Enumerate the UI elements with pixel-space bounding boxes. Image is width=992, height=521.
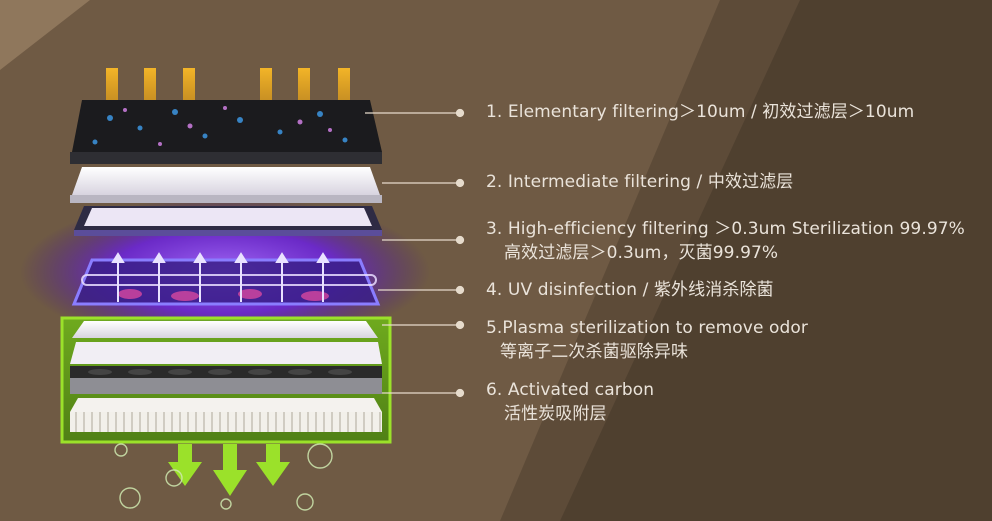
leader-dot-6 (455, 388, 465, 398)
layer-high-efficiency-filter (74, 206, 382, 236)
leader-dot-3 (455, 235, 465, 245)
label-uv-line1: 4. UV disinfection / 紫外线消杀除菌 (486, 280, 774, 300)
label-carbon-line1: 6. Activated carbon (486, 380, 655, 400)
bg-diagonal-shadow (560, 0, 992, 521)
label-carbon-line2: 活性炭吸附层 (504, 404, 607, 424)
layer-plasma-sterilization (70, 321, 382, 364)
label-plasma-line1: 5.Plasma sterilization to remove odor (486, 318, 809, 338)
label-high-efficiency-line2: 高效过滤层＞0.3um，灭菌99.97% (504, 243, 779, 263)
label-intermediate-line1: 2. Intermediate filtering / 中效过滤层 (486, 172, 794, 192)
label-elementary-line1: 1. Elementary filtering＞10um / 初效过滤层＞10u… (486, 102, 915, 122)
layer-uv-disinfection (71, 252, 381, 306)
label-intermediate-filtering: 2. Intermediate filtering / 中效过滤层 (486, 170, 793, 194)
leader-dot-2 (455, 178, 465, 188)
leader-lines (365, 108, 465, 398)
label-high-efficiency-filtering: 3. High-efficiency filtering ＞0.3um Ster… (486, 217, 965, 265)
label-activated-carbon: 6. Activated carbon 活性炭吸附层 (486, 378, 654, 426)
oxygen-bubbles (114, 443, 333, 511)
label-plasma-line2: 等离子二次杀菌驱除异味 (500, 342, 689, 362)
clean-air-arrows (168, 444, 290, 496)
label-uv-disinfection: 4. UV disinfection / 紫外线消杀除菌 (486, 278, 774, 302)
layer-intermediate-filter (70, 167, 382, 203)
label-plasma-sterilization: 5.Plasma sterilization to remove odor 等离… (486, 316, 808, 364)
bg-corner-accent (0, 0, 90, 70)
label-high-efficiency-line1: 3. High-efficiency filtering ＞0.3um Ster… (486, 219, 965, 239)
layer-elementary-filter (70, 100, 382, 164)
bg-diagonal-band (500, 0, 992, 521)
label-elementary-filtering: 1. Elementary filtering＞10um / 初效过滤层＞10u… (486, 100, 914, 124)
leader-dot-1 (455, 108, 465, 118)
leader-dot-4 (455, 285, 465, 295)
leader-dot-5 (455, 320, 465, 330)
layer-activated-carbon (70, 366, 382, 432)
